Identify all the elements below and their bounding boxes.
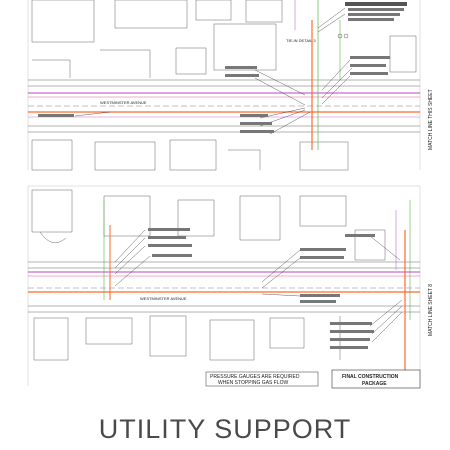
title-block: FINAL CONSTRUCTION PACKAGE [331, 369, 421, 389]
utility-plan-drawing: WESTMINSTER AVENUE TIE-IN DETAIL 3 MATCH… [27, 0, 434, 389]
note-line-2: WHEN STOPPING GAS FLOW [218, 380, 288, 386]
plan-sheet-bottom [27, 185, 421, 386]
pressure-gauge-note: PRESSURE GAUGES ARE REQUIRED WHEN STOPPI… [205, 371, 319, 387]
street-label-bottom: WESTMINSTER AVENUE [140, 296, 187, 301]
utility-lines-bottom [28, 200, 420, 380]
detail-tag-top: TIE-IN DETAIL 3 [286, 38, 316, 43]
utility-lines-top [28, 0, 420, 150]
callouts-top [74, 7, 353, 135]
callouts-bottom [114, 229, 403, 343]
plan-sheet-top [27, 0, 421, 171]
match-line-top: MATCH LINE THIS SHEET [428, 89, 434, 150]
title-line-1: FINAL CONSTRUCTION [342, 374, 399, 380]
street-label-top: WESTMINSTER AVENUE [100, 100, 147, 105]
match-line-bottom: MATCH LINE SHEET 8 [428, 284, 434, 336]
callout-text-top [38, 2, 407, 133]
callout-text-bottom [148, 228, 375, 349]
title-line-2: PACKAGE [362, 381, 387, 387]
caption-title: UTILITY SUPPORT [98, 414, 352, 444]
note-line-1: PRESSURE GAUGES ARE REQUIRED [210, 374, 300, 380]
